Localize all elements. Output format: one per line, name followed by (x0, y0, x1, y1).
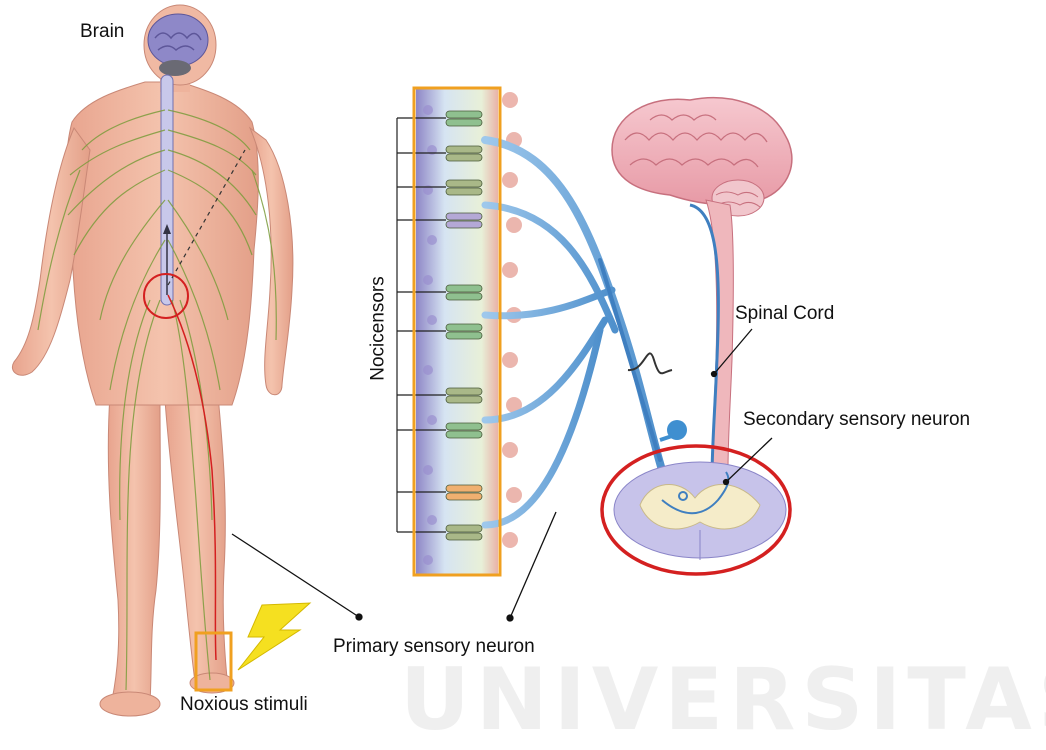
label-brain: Brain (80, 22, 124, 41)
spinal-cord (706, 200, 733, 470)
human-figure (12, 5, 292, 716)
primary-neuron-fibers (485, 140, 662, 525)
label-noxious-stimuli: Noxious stimuli (180, 695, 308, 714)
label-secondary-sensory-neuron: Secondary sensory neuron (743, 410, 970, 429)
right-brain (612, 98, 792, 216)
label-nocicensors: Nocicensors (369, 199, 388, 459)
cerebrum (612, 98, 792, 205)
lightning-icon (238, 603, 310, 670)
pain-pathway-diagram (0, 0, 1046, 720)
spinal-cross-section (614, 462, 786, 560)
label-spinal-cord: Spinal Cord (735, 304, 834, 323)
left-leg (108, 395, 160, 702)
figure-cerebellum (159, 60, 191, 76)
secondary-neuron-fiber (690, 205, 718, 478)
figure-brain (148, 14, 208, 66)
watermark-text: UNIVERSITAS (400, 650, 1046, 750)
leader-primary-neuron-fiber (510, 512, 556, 618)
left-foot (100, 692, 160, 716)
